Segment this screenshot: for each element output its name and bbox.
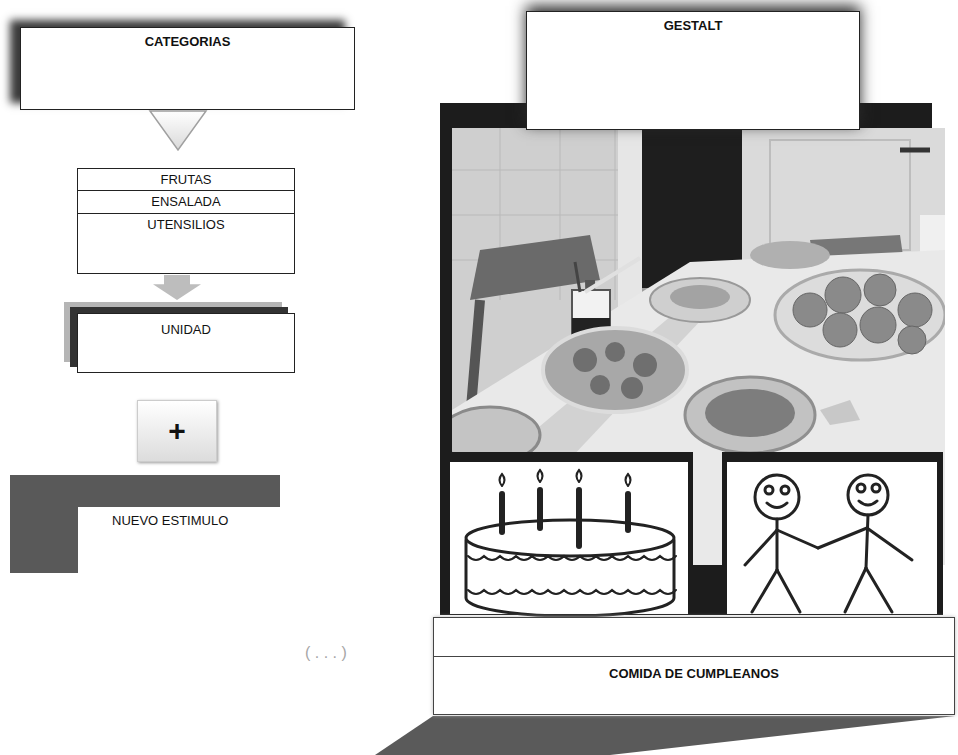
new-stimulus-shape: NUEVO ESTIMULO: [10, 475, 280, 573]
line-part: [866, 515, 868, 568]
node-text: NUEVO ESTIMULO: [110, 513, 230, 529]
circle-part: [823, 313, 857, 347]
node-text: ENSALADA: [151, 194, 220, 210]
ellipse-part: [775, 270, 945, 360]
path-part: [577, 470, 582, 482]
birthday-meal-box: COMIDA DE CUMPLEANOS: [433, 617, 955, 715]
line-part: [777, 570, 800, 612]
ellipse-part: [650, 278, 750, 322]
line-part: [777, 530, 818, 548]
people-panel-ground: [727, 462, 937, 614]
category-row: ENSALADA: [77, 190, 295, 214]
circle-part: [633, 353, 657, 377]
line-part: [818, 528, 867, 548]
line-part: [452, 215, 642, 216]
block-arrow: [153, 275, 201, 300]
people-panel: [722, 452, 943, 615]
line-part: [499, 494, 505, 532]
circle-part: [848, 475, 888, 515]
node-text: CATEGORIAS: [145, 34, 231, 50]
line-part: [625, 494, 631, 530]
circle-part: [825, 277, 861, 313]
rect-part: [770, 140, 910, 250]
node-text: UTENSILIOS: [147, 217, 224, 233]
category-row: UTENSILIOS: [77, 213, 295, 274]
path-part: [468, 556, 676, 560]
ellipsis-note: ( . . . ): [305, 644, 347, 662]
g-part: [573, 342, 657, 399]
line-part: [867, 528, 912, 560]
path-part: [470, 235, 600, 300]
path-part: [859, 501, 877, 505]
ellipse-part: [750, 241, 830, 269]
line-part: [752, 570, 777, 612]
circle-part: [898, 326, 926, 354]
circle-part: [793, 293, 827, 327]
ellipse-part: [705, 389, 795, 437]
ellipse-part: [543, 328, 687, 412]
line-part: [745, 530, 777, 565]
path-part: [767, 503, 787, 508]
line-part: [866, 568, 892, 612]
divider-line: [434, 656, 954, 657]
node-text: +: [168, 401, 186, 461]
circle-part: [605, 342, 625, 362]
node-text: COMIDA DE CUMPLEANOS: [609, 666, 779, 682]
line-part: [537, 490, 543, 528]
line-part: [585, 258, 640, 292]
circle-part: [621, 377, 643, 399]
g-part: [793, 274, 932, 354]
node-text: FRUTAS: [160, 172, 211, 188]
g-part: [452, 128, 642, 300]
cake-panel: [445, 452, 693, 615]
category-row: FRUTAS: [77, 168, 295, 191]
line-part: [845, 568, 866, 612]
circle-part: [864, 274, 896, 306]
triangle-arrow: [150, 111, 206, 150]
circle-part: [573, 348, 597, 372]
line-part: [900, 148, 930, 153]
cake-drawing: [466, 470, 676, 616]
circle-part: [898, 293, 932, 327]
category-heading-box: CATEGORIAS: [20, 27, 355, 110]
line-part: [452, 170, 642, 171]
ellipse-part: [466, 520, 674, 556]
gestalt-box: GESTALT: [526, 11, 860, 130]
path-part: [500, 474, 505, 486]
circle-part: [857, 484, 865, 492]
path-part: [820, 400, 860, 425]
ellipse-part: [670, 285, 730, 309]
circle-part: [860, 307, 896, 343]
base-wedge: [375, 716, 955, 755]
path-part: [538, 470, 543, 482]
line-part: [776, 519, 779, 570]
circle-part: [765, 486, 773, 494]
node-text: GESTALT: [664, 18, 723, 34]
path-part: [626, 474, 631, 486]
l-bracket: [10, 475, 280, 573]
circle-part: [590, 375, 610, 395]
circle-part: [755, 475, 799, 519]
stick-figures: [745, 475, 912, 612]
line-part: [575, 262, 580, 292]
ellipse-part: [685, 377, 815, 453]
cake-panel-ground: [450, 462, 688, 614]
circle-part: [781, 486, 789, 494]
plus-button: +: [137, 400, 217, 462]
circle-part: [872, 484, 880, 492]
node-text: UNIDAD: [161, 322, 211, 338]
unity-box: UNIDAD: [77, 313, 295, 373]
path-part: [468, 590, 676, 594]
line-part: [576, 490, 582, 546]
